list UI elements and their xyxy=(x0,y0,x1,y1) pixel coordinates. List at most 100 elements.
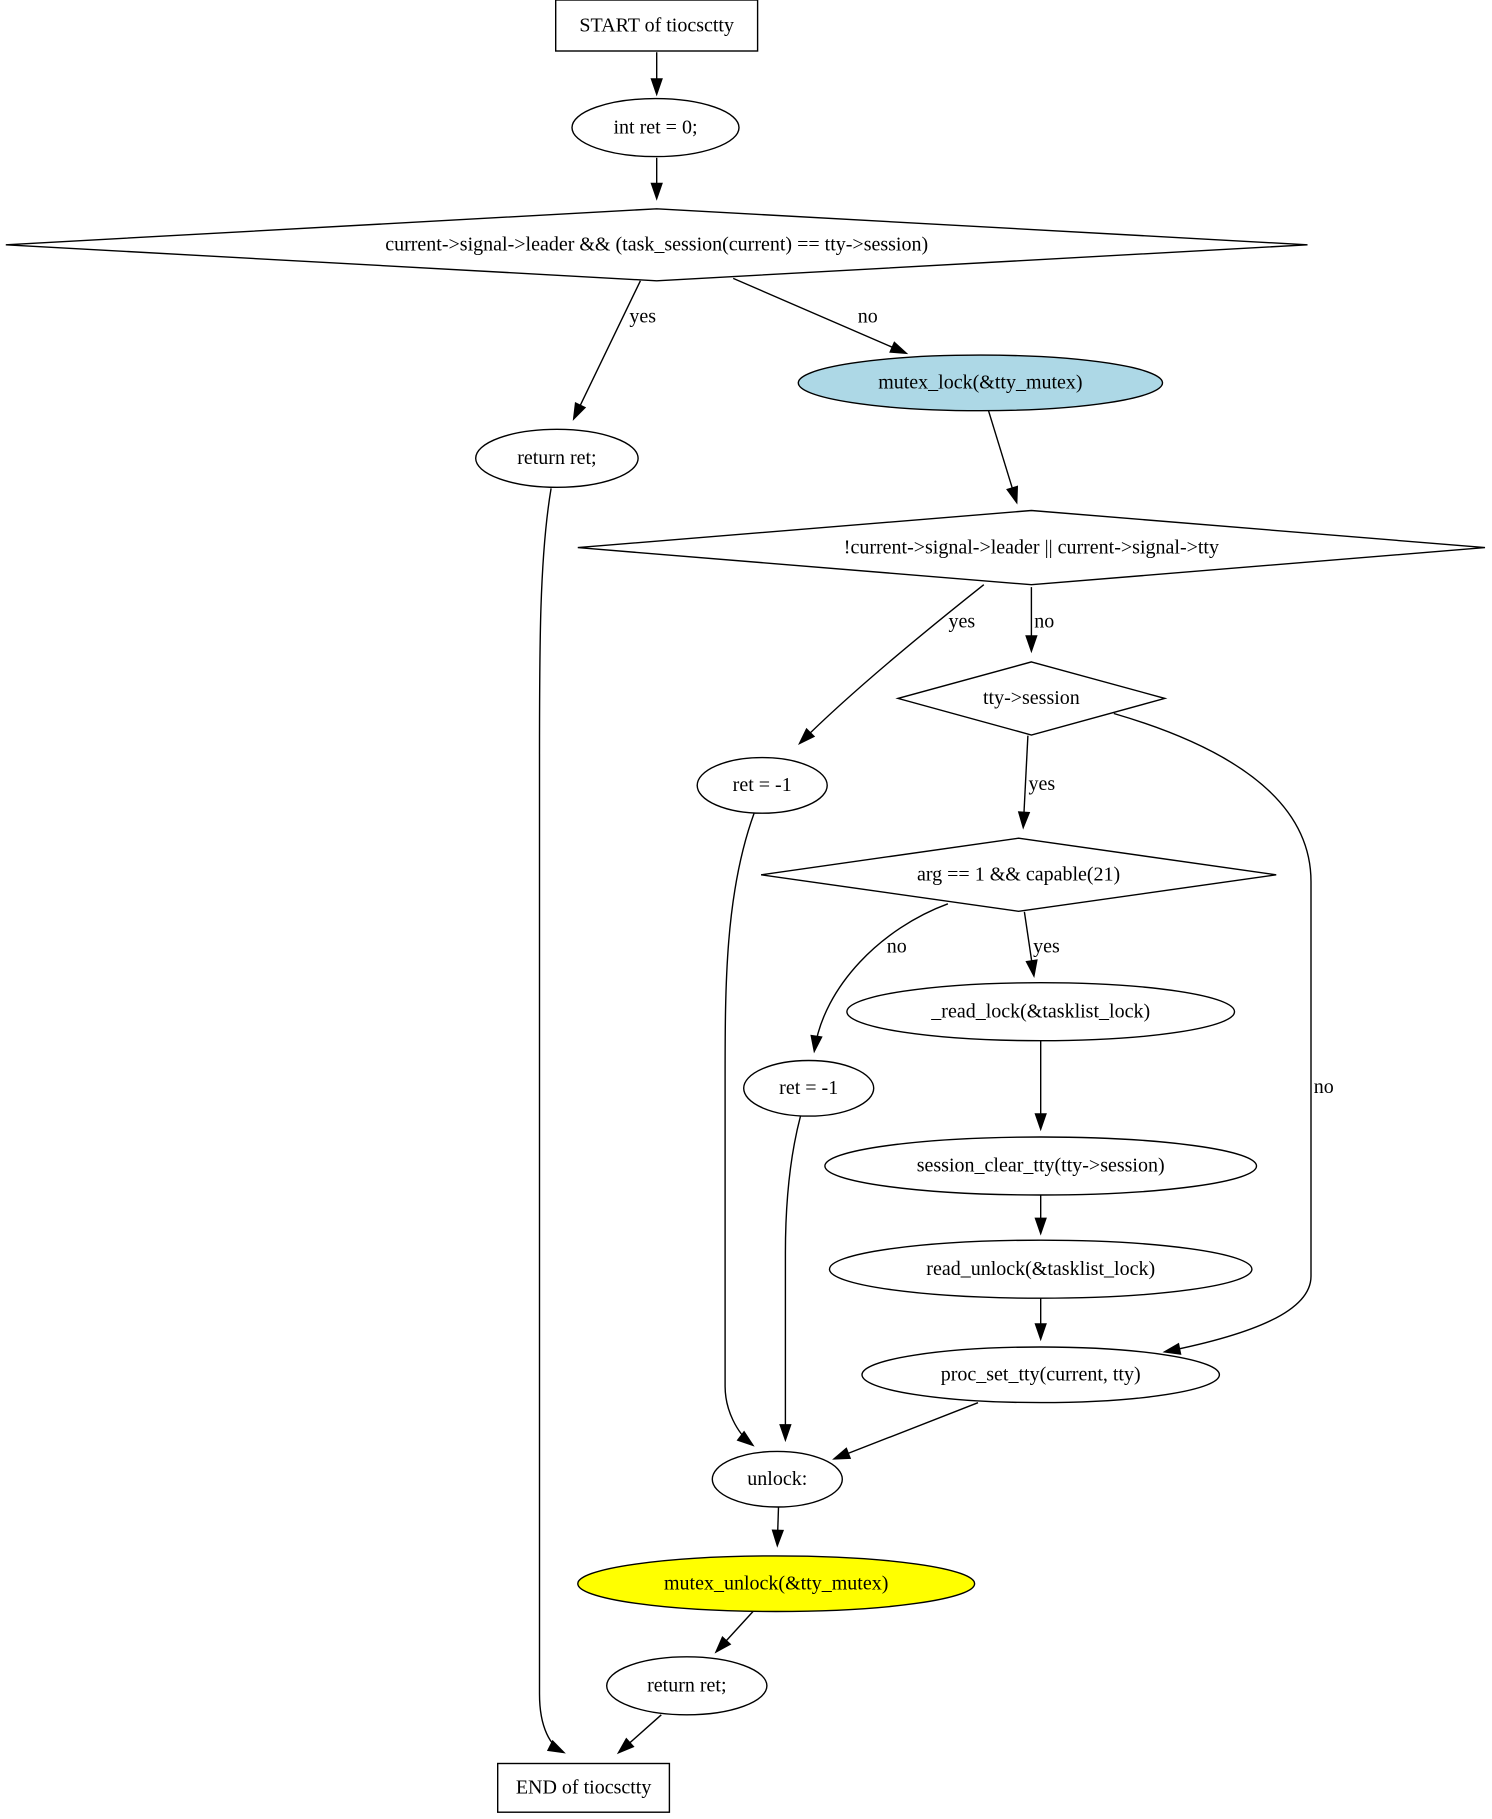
ellipse-shape xyxy=(828,1239,1253,1299)
arrowhead xyxy=(771,1529,785,1548)
edge-line xyxy=(987,410,1017,502)
node-cond1: current->signal->leader && (task_session… xyxy=(5,208,1308,282)
node-label: session_clear_tty(tty->session) xyxy=(917,1155,1165,1177)
arrowhead xyxy=(1162,1342,1182,1355)
edge-label-no: no xyxy=(1034,611,1054,633)
arrowhead xyxy=(616,1737,635,1755)
diamond-shape xyxy=(895,661,1168,736)
arrowhead xyxy=(798,727,816,745)
node-init: int ret = 0; xyxy=(571,97,740,158)
node-start: START of tiocsctty xyxy=(555,0,759,52)
edge-label-yes: yes xyxy=(1028,773,1055,795)
node-label: return ret; xyxy=(647,1674,726,1696)
edge-readunlock-to-procset xyxy=(1034,1298,1047,1342)
ellipse-shape xyxy=(743,1059,875,1117)
edge-label-yes: yes xyxy=(629,305,656,327)
edge-line xyxy=(1113,712,1312,1353)
box-shape xyxy=(497,1762,671,1813)
edge-lock-to-cond2 xyxy=(987,410,1019,505)
ellipse-shape xyxy=(846,982,1236,1042)
arrowhead xyxy=(650,78,663,97)
edge-cond2-to-cond3: no xyxy=(1025,587,1054,654)
edge-line xyxy=(724,813,755,1445)
arrowhead xyxy=(1017,811,1031,830)
edge-readlock-to-sessclear xyxy=(1034,1040,1047,1132)
arrowhead xyxy=(1034,1217,1047,1236)
nodes-layer: START of tiocsctty int ret = 0; current->s… xyxy=(5,0,1486,1813)
edge-cond3-to-procset: no xyxy=(1113,712,1334,1355)
edge-line xyxy=(835,1402,979,1460)
node-readlock: _read_lock(&tasklist_lock) xyxy=(846,982,1236,1042)
edges-layer: yes no yes no yes no no yes xyxy=(538,52,1334,1755)
edge-start-to-init xyxy=(650,52,663,97)
edge-retm1b-to-unlocklbl xyxy=(779,1115,802,1443)
edge-unlocklbl-to-mutexunlock xyxy=(771,1507,785,1548)
ellipse-shape xyxy=(571,97,740,158)
ellipse-shape xyxy=(606,1656,768,1716)
ellipse-shape xyxy=(475,428,639,488)
arrowhead xyxy=(1025,635,1038,654)
arrowhead xyxy=(889,341,909,355)
node-sessclear: session_clear_tty(tty->session) xyxy=(824,1136,1258,1196)
node-label: mutex_lock(&tty_mutex) xyxy=(878,372,1082,394)
edge-ret1-to-end xyxy=(538,488,566,1754)
node-mutexunlock: mutex_unlock(&tty_mutex) xyxy=(577,1555,976,1613)
edge-line xyxy=(573,280,642,419)
node-label: END of tiocsctty xyxy=(516,1777,652,1799)
diamond-shape xyxy=(577,509,1486,586)
node-ret2: return ret; xyxy=(606,1656,768,1716)
edge-procset-to-unlocklbl xyxy=(832,1402,979,1460)
arrowhead xyxy=(779,1424,792,1443)
node-label: current->signal->leader && (task_session… xyxy=(385,234,928,256)
edge-label-yes: yes xyxy=(1033,935,1060,957)
node-ret1: return ret; xyxy=(475,428,639,488)
node-procset: proc_set_tty(current, tty) xyxy=(861,1346,1221,1404)
node-label: arg == 1 && capable(21) xyxy=(917,863,1120,885)
edge-label-yes: yes xyxy=(948,611,975,633)
arrowhead xyxy=(546,1739,566,1754)
node-label: read_unlock(&tasklist_lock) xyxy=(926,1258,1155,1280)
arrowhead xyxy=(810,1034,823,1054)
edge-sessclear-to-readunlock xyxy=(1034,1195,1047,1236)
node-retm1a: ret = -1 xyxy=(696,756,828,814)
arrowhead xyxy=(1034,1323,1047,1342)
edge-line xyxy=(813,903,949,1051)
ellipse-shape xyxy=(797,354,1164,412)
edge-line xyxy=(800,584,985,743)
arrowhead xyxy=(714,1636,732,1654)
node-label: ret = -1 xyxy=(733,774,792,796)
edge-label-no: no xyxy=(1314,1076,1334,1098)
edge-cond1-to-lock: no xyxy=(732,277,909,355)
arrowhead xyxy=(1034,1113,1047,1132)
arrowhead xyxy=(650,182,663,201)
ellipse-shape xyxy=(577,1555,976,1613)
node-readunlock: read_unlock(&tasklist_lock) xyxy=(828,1239,1253,1299)
edge-cond4-to-readlock: yes xyxy=(1023,911,1060,979)
edge-line xyxy=(538,488,564,1753)
box-shape xyxy=(555,0,759,52)
edge-line xyxy=(1022,735,1029,827)
edge-cond2-to-retm1a: yes xyxy=(798,584,985,745)
node-cond4: arg == 1 && capable(21) xyxy=(761,837,1277,913)
edge-init-to-cond1 xyxy=(650,157,663,201)
arrowhead xyxy=(736,1430,755,1447)
node-cond2: !current->signal->leader || current->sig… xyxy=(577,509,1486,586)
node-cond3: tty->session xyxy=(895,661,1168,736)
edge-retm1a-to-unlocklbl xyxy=(724,813,755,1447)
node-label: _read_lock(&tasklist_lock) xyxy=(930,1000,1150,1022)
node-retm1b: ret = -1 xyxy=(743,1059,875,1117)
arrowhead xyxy=(1006,485,1019,505)
node-label: tty->session xyxy=(983,687,1080,709)
node-lock: mutex_lock(&tty_mutex) xyxy=(797,354,1164,412)
edge-line xyxy=(784,1115,802,1439)
edge-cond3-to-cond4: yes xyxy=(1017,735,1055,830)
node-label: START of tiocsctty xyxy=(579,14,734,36)
node-label: !current->signal->leader || current->sig… xyxy=(844,536,1219,558)
node-label: ret = -1 xyxy=(779,1077,838,1099)
edge-cond1-to-ret1: yes xyxy=(572,280,656,421)
edge-cond4-to-retm1b: no xyxy=(810,903,949,1054)
node-label: unlock: xyxy=(747,1468,807,1490)
node-label: mutex_unlock(&tty_mutex) xyxy=(664,1572,888,1594)
edge-label-no: no xyxy=(858,305,878,327)
